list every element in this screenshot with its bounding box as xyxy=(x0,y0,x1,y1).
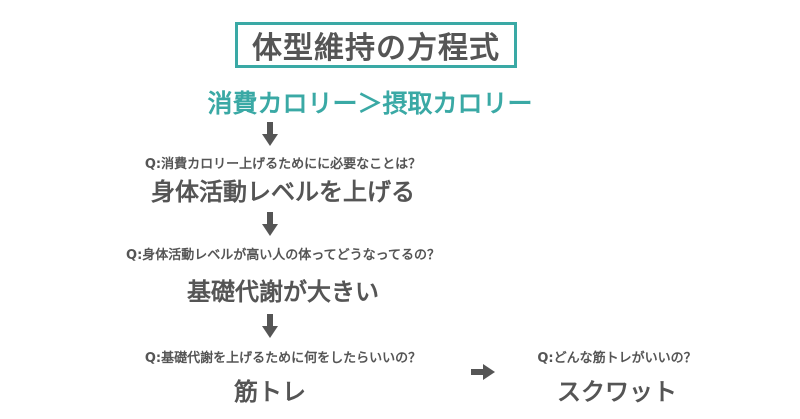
side-step-answer: スクワット xyxy=(557,378,677,406)
step-2-question: Q:身体活動レベルが高い人の体ってどうなってるの？ xyxy=(126,248,440,263)
step-1-answer: 身体活動レベルを上げる xyxy=(151,178,415,206)
title-box: 体型維持の方程式 xyxy=(235,22,517,68)
diagram-title: 体型維持の方程式 xyxy=(252,31,500,66)
step-1-question: Q:消費カロリー上げるためにに必要なことは？ xyxy=(144,157,422,172)
arrow-right-icon xyxy=(471,364,495,380)
equation-text: 消費カロリー＞摂取カロリー xyxy=(207,89,533,118)
arrow-down-icon xyxy=(262,314,278,338)
arrow-down-icon xyxy=(262,122,278,146)
step-3-question: Q:基礎代謝を上げるために何をしたらいいの？ xyxy=(144,351,422,366)
step-3-answer: 筋トレ xyxy=(234,378,306,406)
arrow-down-icon xyxy=(262,212,278,236)
side-step-question: Q:どんな筋トレがいいの？ xyxy=(537,351,697,366)
step-2-answer: 基礎代謝が大きい xyxy=(187,278,379,306)
